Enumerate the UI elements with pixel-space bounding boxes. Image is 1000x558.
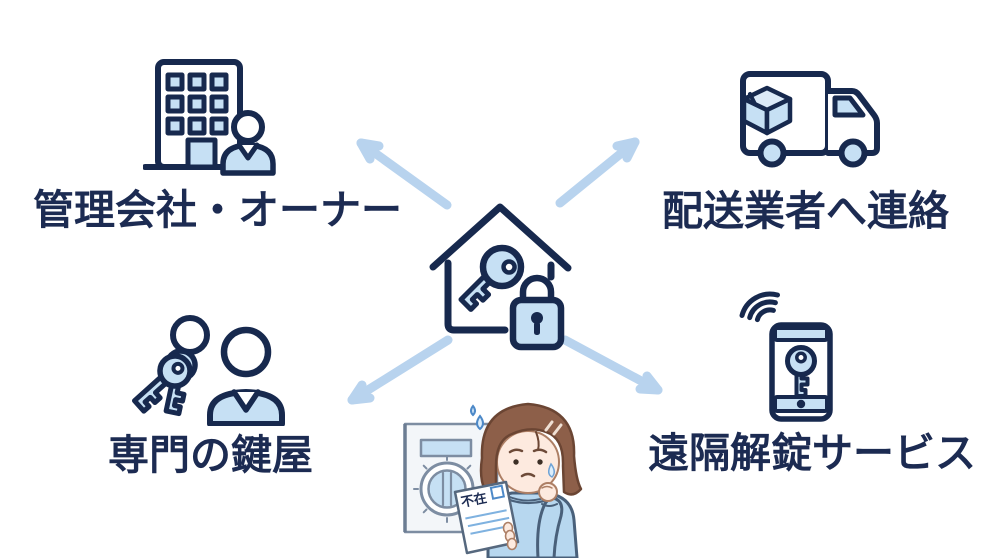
arm-on-chin xyxy=(536,482,564,558)
option-label-management-owner: 管理会社・オーナー xyxy=(33,187,402,233)
truck-wheel-rear xyxy=(757,138,787,168)
hair-highlight xyxy=(544,420,554,432)
key-front-icon xyxy=(131,353,193,414)
key-ring-icon xyxy=(170,315,210,355)
option-label-remote-unlock: 遠隔解錠サービス xyxy=(648,430,976,476)
house-icon xyxy=(429,203,572,334)
bob-hair xyxy=(479,402,583,496)
building-windows xyxy=(165,72,229,136)
padlock-icon xyxy=(509,274,565,351)
radiating-arrows xyxy=(347,137,663,405)
building-icon xyxy=(143,59,246,170)
apartment-building-owner-icon xyxy=(143,59,276,176)
locksmith-person-icon xyxy=(207,326,285,426)
hand-holding-paper xyxy=(502,521,518,551)
delivery-truck-icon xyxy=(740,71,880,168)
smartphone-icon xyxy=(769,322,833,422)
owner-person-icon xyxy=(220,110,276,176)
truck-wheel-front xyxy=(838,138,868,168)
home-button-icon xyxy=(796,399,806,409)
arrow-bottom-left xyxy=(347,335,453,405)
screen-key-icon xyxy=(785,345,817,398)
option-label-locksmith: 専門の鍵屋 xyxy=(108,432,313,478)
smartphone-remote-key-icon xyxy=(739,291,833,422)
truck-icon xyxy=(740,71,880,168)
house-with-key-and-padlock-icon xyxy=(429,203,572,351)
panel-display xyxy=(419,438,473,458)
arrow-top-right xyxy=(555,137,640,208)
notice-title-text: 不在 xyxy=(460,490,488,510)
arrow-bottom-right xyxy=(560,335,663,395)
keys-and-locksmith-icon xyxy=(131,315,285,426)
key-icon xyxy=(458,244,525,312)
wifi-waves-icon xyxy=(739,291,780,323)
sweat-drops xyxy=(470,404,484,431)
hair-highlight xyxy=(552,423,563,436)
hand-fist xyxy=(538,482,558,502)
cheek-sweat-drop xyxy=(548,462,555,478)
package-box-icon xyxy=(741,85,793,136)
worried-woman: 不在 xyxy=(453,402,583,558)
arrow-top-left xyxy=(356,138,452,210)
option-label-delivery-company: 配送業者へ連絡 xyxy=(662,188,949,234)
worried-woman-illustration: 不在 xyxy=(403,402,583,558)
missed-delivery-notice: 不在 xyxy=(453,480,520,555)
worried-face-features xyxy=(508,448,555,478)
